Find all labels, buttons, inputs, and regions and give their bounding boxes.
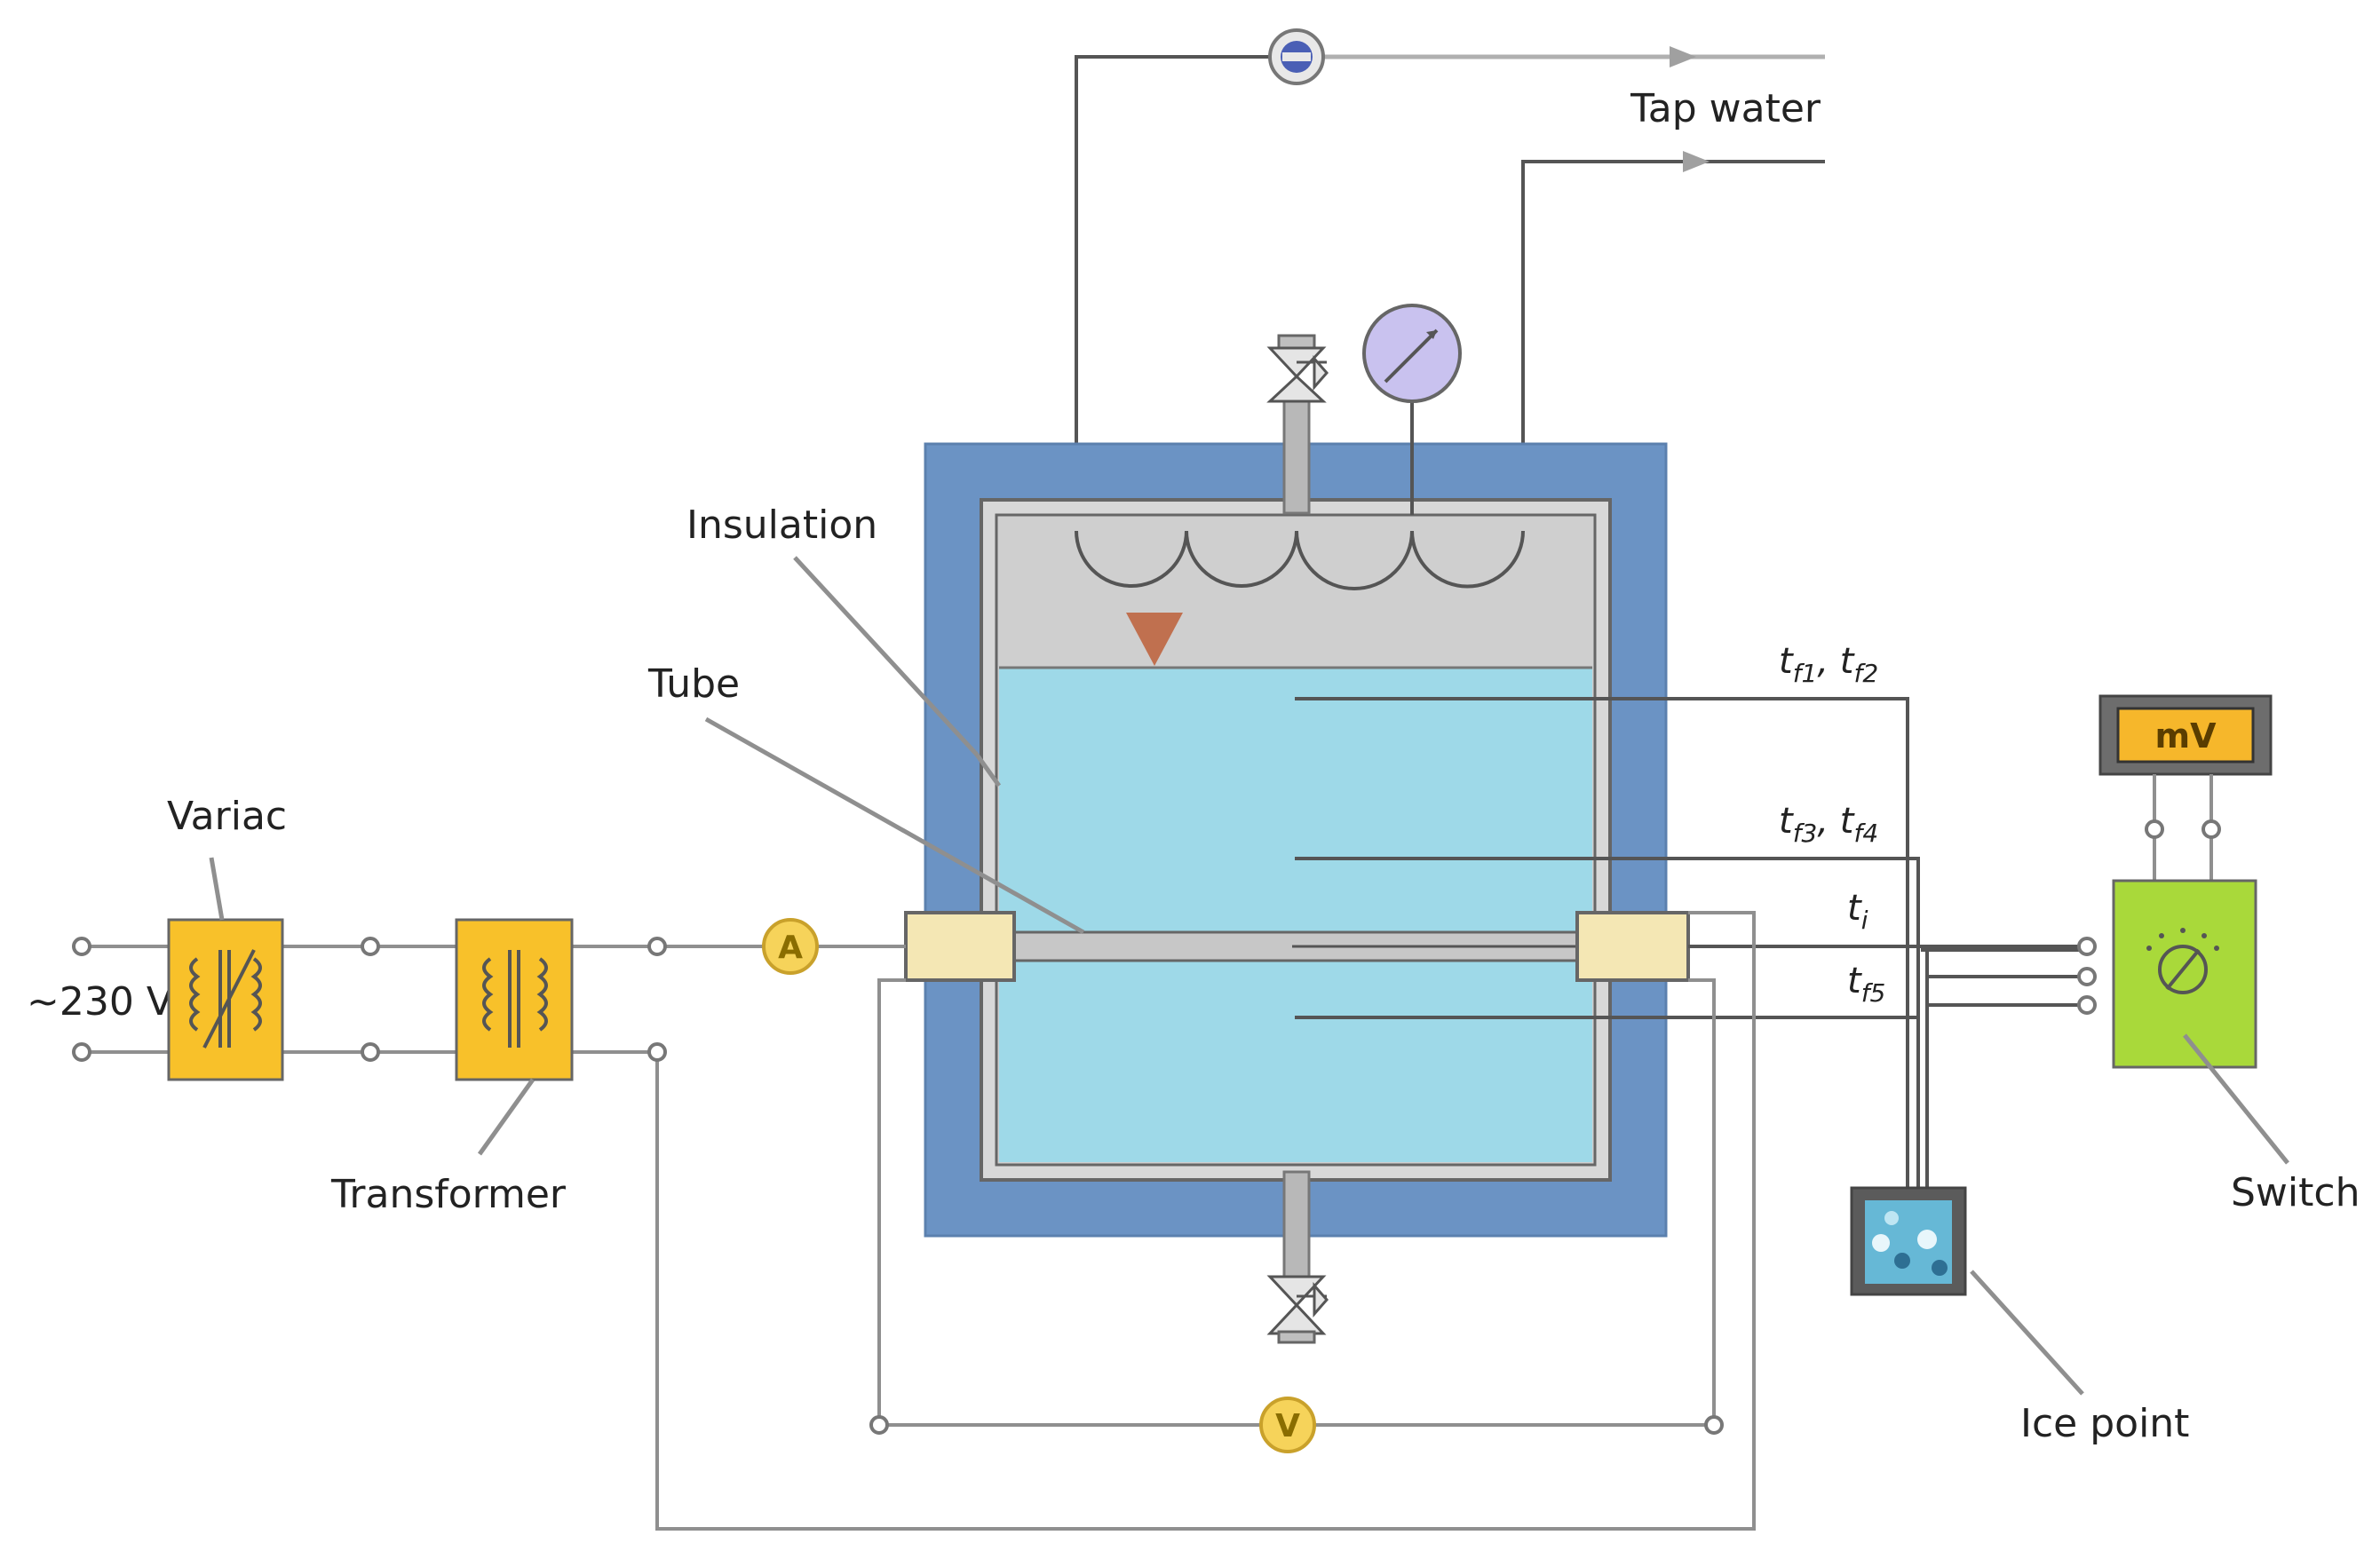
selector-switch-icon bbox=[2112, 879, 2257, 1069]
tube-right-flange bbox=[1575, 911, 1690, 982]
insulation-label: Insulation bbox=[686, 503, 877, 548]
top-vent-valve-icon bbox=[1266, 334, 1329, 515]
variac-icon bbox=[167, 918, 284, 1081]
ice-point-bath-icon bbox=[1850, 1186, 1967, 1296]
ammeter-icon: A bbox=[762, 918, 819, 975]
switch-label: Switch bbox=[2231, 1170, 2360, 1215]
tube-left-flange bbox=[904, 911, 1016, 982]
bottom-drain-valve-icon bbox=[1266, 1170, 1329, 1344]
thermocouple-label-tf1-tf2: tf1, tf2 bbox=[1779, 641, 1878, 688]
ammeter-letter: A bbox=[778, 930, 803, 966]
supply-voltage-label: ~230 V bbox=[27, 979, 173, 1025]
water-level-marker-icon bbox=[1126, 613, 1183, 666]
voltmeter-circuit-wires bbox=[877, 978, 1716, 1427]
transformer-label: Transformer bbox=[330, 1172, 567, 1217]
tap-water-inlet-line bbox=[1075, 46, 1825, 550]
tap-water-outlet-line bbox=[1521, 151, 1825, 550]
millivoltmeter-unit: mV bbox=[2154, 716, 2217, 756]
water-bath bbox=[999, 668, 1592, 1162]
tap-water-label: Tap water bbox=[1630, 86, 1821, 131]
variac-label: Variac bbox=[167, 794, 287, 839]
thermocouple-label-tf5: tf5 bbox=[1847, 961, 1885, 1008]
transformer-icon bbox=[455, 918, 574, 1081]
voltmeter-letter: V bbox=[1275, 1408, 1300, 1444]
tube-label: Tube bbox=[647, 661, 740, 707]
ice-point-label: Ice point bbox=[2020, 1401, 2189, 1446]
condenser-coil bbox=[1075, 530, 1525, 590]
voltmeter-icon: V bbox=[1259, 1397, 1316, 1453]
thermocouple-label-ti: ti bbox=[1847, 888, 1868, 935]
flow-meter-icon bbox=[1268, 28, 1325, 85]
thermocouple-label-tf3-tf4: tf3, tf4 bbox=[1779, 801, 1878, 848]
millivoltmeter-icon: mV bbox=[2098, 694, 2273, 776]
pressure-gauge-icon bbox=[1362, 304, 1462, 515]
